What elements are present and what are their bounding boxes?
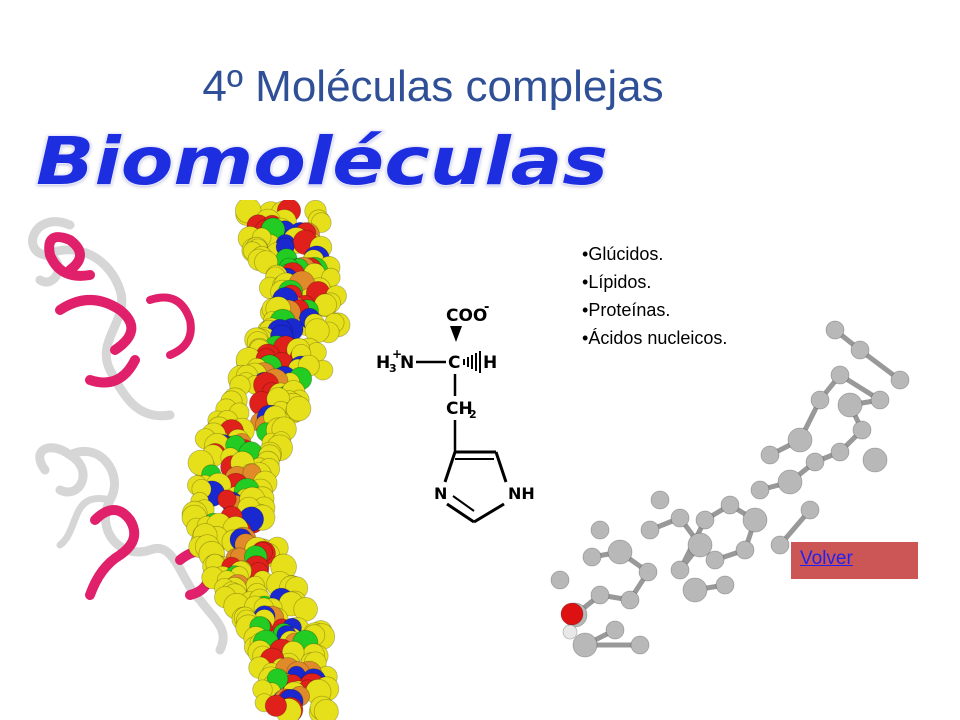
sterol-atom — [607, 539, 633, 565]
formula-alpha-h: H — [483, 353, 497, 373]
sterol-atom — [590, 520, 610, 540]
sterol-atom — [800, 500, 820, 520]
sterol-atom — [582, 547, 602, 567]
sterol-atom — [760, 445, 780, 465]
sterol-atom — [735, 540, 755, 560]
sterol-atom — [572, 632, 598, 658]
sterol-atom — [720, 495, 740, 515]
sterol-atom — [825, 320, 845, 340]
sterol-atom — [605, 620, 625, 640]
sterol-atom — [670, 560, 690, 580]
list-item: Lípidos. — [582, 268, 727, 296]
sterol-atom — [830, 442, 850, 462]
sterol-atom — [742, 507, 768, 533]
sterol-atom — [870, 390, 890, 410]
sterol-atom — [687, 532, 713, 558]
formula-amine-n: N — [400, 353, 414, 373]
slide-title: 4º Moléculas complejas — [202, 62, 664, 111]
histidine-structural-formula: COO - H 3 + N C H CH 2 N NH — [376, 300, 535, 524]
biomoleculas-logo: Biomoléculas — [35, 122, 609, 201]
sterol-atom — [550, 570, 570, 590]
sterol-atom — [715, 575, 735, 595]
sterol-atom — [620, 590, 640, 610]
sterol-atom — [852, 420, 872, 440]
sterol-atom — [805, 452, 825, 472]
formula-ring-n: N — [434, 484, 447, 503]
sterol-atom — [590, 585, 610, 605]
dna-atom — [217, 489, 237, 509]
sterol-atom — [862, 447, 888, 473]
sterol-atom — [640, 520, 660, 540]
formula-amine-h: H — [376, 353, 390, 373]
sterol-atom — [777, 469, 803, 495]
formula-amine-plus: + — [392, 347, 402, 361]
sterol-hydroxyl-hydrogen — [562, 624, 578, 640]
sterol-atom — [850, 340, 870, 360]
dna-atom — [313, 699, 339, 720]
biomolecule-list: Glúcidos. Lípidos. Proteínas. Ácidos nuc… — [582, 240, 727, 352]
sterol-atom — [890, 370, 910, 390]
list-item: Glúcidos. — [582, 240, 727, 268]
formula-carboxyl: COO — [446, 306, 487, 326]
sterol-ball-and-stick-model — [550, 320, 910, 658]
volver-button[interactable]: Volver — [791, 542, 918, 579]
sterol-atom — [682, 577, 708, 603]
sterol-atom — [670, 508, 690, 528]
volver-link[interactable]: Volver — [800, 548, 853, 569]
formula-charge: - — [484, 300, 489, 315]
formula-methylene-sub: 2 — [469, 408, 477, 421]
list-item: Proteínas. — [582, 296, 727, 324]
sterol-atom — [705, 550, 725, 570]
biomolecules-illustration: COO - H 3 + N C H CH 2 N NH — [28, 200, 910, 720]
formula-methylene: CH — [446, 399, 473, 419]
sterol-atom — [810, 390, 830, 410]
sterol-atom — [830, 365, 850, 385]
sterol-atom — [650, 490, 670, 510]
sterol-atom — [630, 635, 650, 655]
sterol-atom — [638, 562, 658, 582]
sterol-atom — [837, 392, 863, 418]
sterol-atom — [695, 510, 715, 530]
sterol-atom — [770, 535, 790, 555]
formula-ring-nh: NH — [508, 484, 535, 503]
sterol-atom — [787, 427, 813, 453]
list-item: Ácidos nucleicos. — [582, 324, 727, 352]
protein-ribbon-model — [28, 217, 228, 655]
dna-atom — [264, 694, 287, 717]
sterol-atom — [750, 480, 770, 500]
formula-alpha-carbon: C — [448, 353, 460, 373]
sterol-hydroxyl-oxygen — [560, 602, 584, 626]
logo-text: Biomoléculas — [36, 123, 608, 200]
dna-space-filling-model — [181, 200, 351, 720]
formula-amine-sub: 3 — [389, 362, 397, 375]
dna-atom — [285, 395, 312, 422]
